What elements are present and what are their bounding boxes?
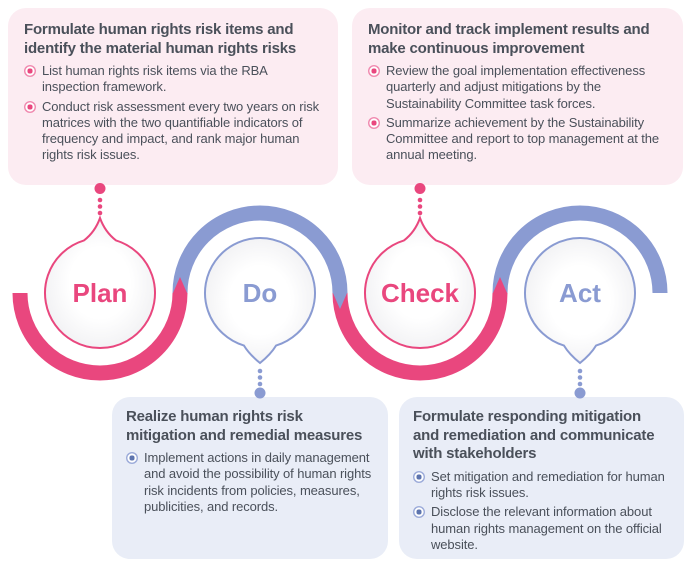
check-flow-arc (332, 292, 508, 381)
plan-step-label: Plan (73, 278, 128, 308)
fisheye-bullet-icon (413, 470, 425, 483)
act-description-card: Formulate responding mitigation and reme… (399, 397, 684, 559)
plan-to-do-arrow-icon (172, 277, 188, 294)
fisheye-bullet-icon (24, 100, 36, 113)
do-to-check-arrow-icon (332, 292, 348, 309)
bullet-item: List human rights risk items via the RBA… (24, 63, 322, 96)
bullet-text: Summarize achievement by the Sustainabil… (386, 114, 659, 163)
bullet-item: Implement actions in daily management an… (126, 450, 374, 515)
bullet-text: Conduct risk assessment every two years … (42, 98, 320, 163)
do-card-connector (254, 368, 266, 399)
check-card-connector (414, 183, 426, 216)
plan-flow-arc (12, 292, 188, 381)
bullet-text: List human rights risk items via the RBA… (42, 63, 268, 95)
fisheye-bullet-icon (368, 116, 380, 129)
bullet-item: Summarize achievement by the Sustainabil… (368, 115, 667, 164)
check-card-title: Monitor and track implement results and … (368, 21, 650, 57)
act-card-bullet-list: Set mitigation and remediation for human… (413, 469, 670, 553)
act-step-bubble (524, 237, 636, 365)
plan-step-bubble (44, 215, 156, 349)
do-card-title: Realize human rights risk mitigation and… (126, 408, 363, 444)
fisheye-bullet-icon (368, 65, 380, 78)
check-to-act-arrow-icon (492, 277, 508, 294)
check-card-bullet-list: Review the goal implementation effective… (368, 63, 667, 164)
do-description-card: Realize human rights risk mitigation and… (112, 397, 388, 559)
fisheye-bullet-icon (413, 506, 425, 519)
check-description-card: Monitor and track implement results and … (352, 8, 683, 185)
fisheye-bullet-icon (24, 65, 36, 78)
bullet-text: Disclose the relevant information about … (431, 504, 662, 552)
bullet-item: Review the goal implementation effective… (368, 63, 667, 112)
do-step-bubble (204, 237, 316, 365)
check-step-bubble (364, 215, 476, 349)
fisheye-bullet-icon (126, 452, 138, 465)
plan-card-connector (94, 183, 106, 216)
bullet-item: Conduct risk assessment every two years … (24, 99, 322, 164)
do-flow-arc (172, 205, 348, 294)
do-step-label: Do (243, 278, 278, 308)
pdca-cycle-graphic: Plan Do Check Act (12, 183, 668, 399)
plan-card-title: Formulate human rights risk items and id… (24, 21, 297, 57)
bullet-text: Set mitigation and remediation for human… (431, 468, 665, 501)
act-card-connector (574, 368, 586, 399)
act-flow-arc (492, 205, 668, 294)
act-card-title: Formulate responding mitigation and reme… (413, 408, 655, 463)
do-card-bullet-list: Implement actions in daily management an… (126, 450, 374, 515)
plan-card-bullet-list: List human rights risk items via the RBA… (24, 63, 322, 164)
bullet-text: Review the goal implementation effective… (386, 63, 646, 111)
bullet-item: Disclose the relevant information about … (413, 504, 670, 553)
act-step-label: Act (559, 278, 601, 308)
bullet-text: Implement actions in daily management an… (144, 450, 372, 514)
bullet-item: Set mitigation and remediation for human… (413, 469, 670, 502)
check-step-label: Check (381, 278, 460, 308)
plan-description-card: Formulate human rights risk items and id… (8, 8, 338, 185)
